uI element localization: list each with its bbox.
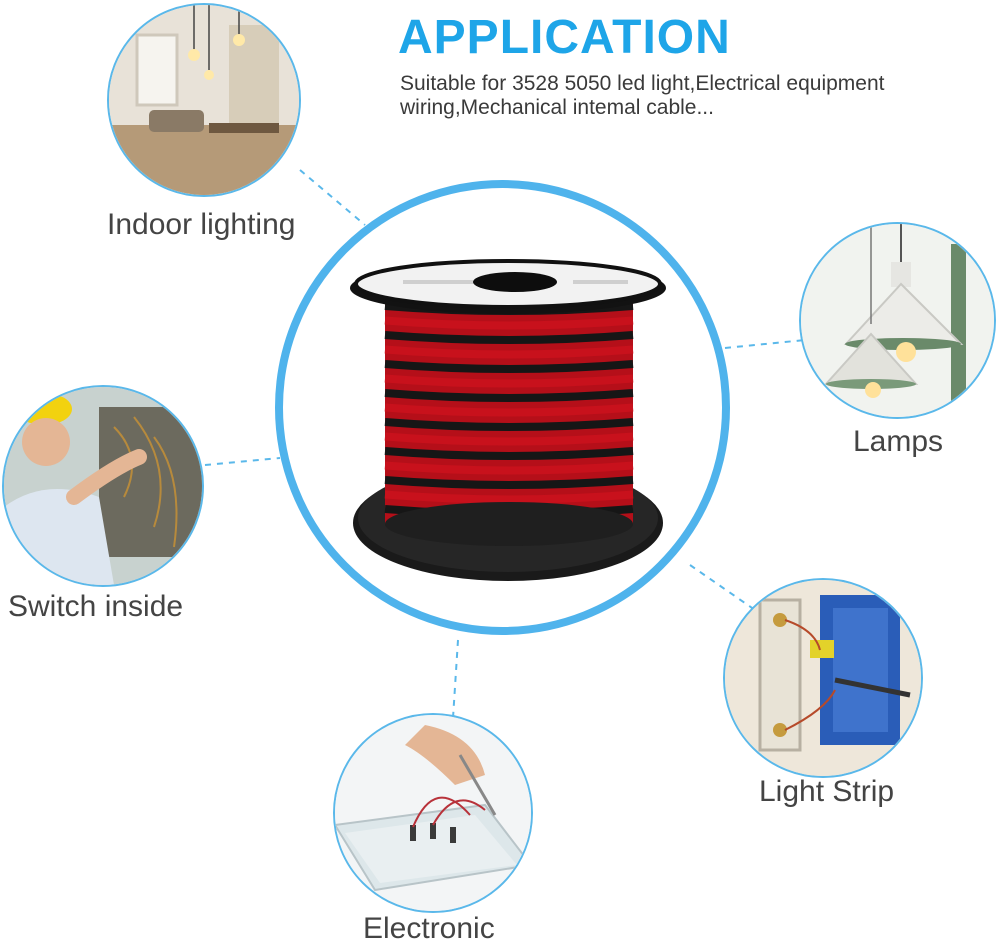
switch-box-icon — [725, 580, 921, 776]
light-strip-photo — [723, 578, 923, 778]
switch-inside-photo — [2, 385, 204, 587]
indoor-lighting-photo — [107, 3, 301, 197]
room-lamp-icon — [109, 5, 299, 195]
indoor-lighting-label: Indoor lighting — [107, 208, 296, 241]
page-description: Suitable for 3528 5050 led light,Electri… — [400, 72, 885, 119]
switch-inside-label: Switch inside — [8, 590, 184, 623]
cable-spool-image — [350, 259, 666, 581]
page-title: APPLICATION — [398, 11, 731, 64]
cable-spool-circle — [275, 180, 730, 635]
electrician-icon — [4, 387, 202, 585]
lamp-icon — [801, 224, 994, 417]
breadboard-icon — [335, 715, 531, 911]
electronic-photo — [333, 713, 533, 913]
lamps-label: Lamps — [853, 425, 944, 458]
light-strip-label: Light Strip — [759, 775, 895, 808]
lamps-photo — [799, 222, 996, 419]
electronic-label: Electronic — [363, 912, 495, 945]
